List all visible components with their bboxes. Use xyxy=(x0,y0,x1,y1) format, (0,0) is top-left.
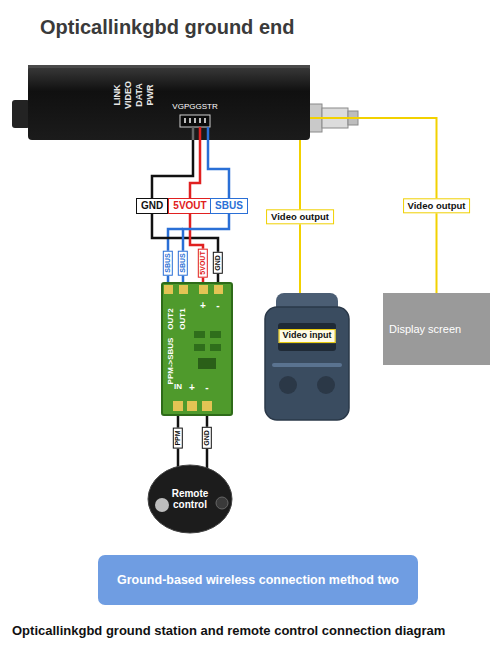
remote-knob xyxy=(216,497,228,509)
signal-wire xyxy=(152,214,218,284)
method-banner: Ground-based wireless connection method … xyxy=(98,555,418,605)
device-outline xyxy=(28,65,310,140)
wire-stub xyxy=(207,127,210,140)
node-text: Remote control xyxy=(161,488,219,511)
socket-pin xyxy=(189,118,191,123)
node-text: Ground-based wireless connection method … xyxy=(117,573,399,587)
remote-body xyxy=(148,465,232,533)
node-text: IN xyxy=(174,383,182,392)
wire-stub xyxy=(199,127,202,140)
node-text: + xyxy=(200,300,206,311)
node-text: VIDEO xyxy=(124,81,134,109)
socket-pin xyxy=(204,118,206,123)
pin-tag: PPM xyxy=(173,427,183,448)
highlight xyxy=(28,65,310,68)
node-text: LINK xyxy=(113,85,123,106)
component xyxy=(194,331,205,338)
radio-screen xyxy=(278,323,336,351)
radio-transmitter: Video input xyxy=(262,293,352,421)
pcb-board xyxy=(162,283,232,415)
edge-label: Video output xyxy=(266,209,334,224)
solder-pad xyxy=(202,401,212,411)
socket-pin xyxy=(199,118,201,123)
pin-tag: SBUS xyxy=(178,250,188,275)
node-text: VGPGGSTR xyxy=(172,103,217,112)
solder-pad xyxy=(214,285,223,294)
node-text: PPM->SBUS xyxy=(167,338,176,385)
pin-tag: 5VOUT xyxy=(198,248,208,277)
signal-wire xyxy=(183,214,229,284)
node-text: OUT2 xyxy=(167,308,176,329)
component xyxy=(210,344,221,351)
gimbal xyxy=(317,376,335,394)
solder-pad xyxy=(173,401,183,411)
node-text: PWR xyxy=(146,85,156,106)
wire-tag: GND xyxy=(136,198,168,214)
wire-name: GND xyxy=(141,200,163,212)
signal-wire xyxy=(152,140,193,198)
pin-tag: SBUS xyxy=(163,250,173,275)
wire-stub xyxy=(192,127,195,140)
node-text: OUT1 xyxy=(179,308,188,329)
wire-tag: SBUS xyxy=(210,198,248,214)
chip xyxy=(198,358,216,369)
remote-knob xyxy=(155,498,169,512)
wire-name: SBUS xyxy=(215,200,243,212)
wire-tag: 5VOUT xyxy=(168,198,211,214)
display-screen: Display screen xyxy=(383,293,490,365)
radio-body xyxy=(265,307,349,420)
signal-wire xyxy=(208,140,229,198)
radio-outline xyxy=(262,293,352,421)
node-text: DATA xyxy=(135,83,145,107)
node-text: Video input xyxy=(279,329,336,343)
solder-pad xyxy=(199,285,208,294)
edge-label: Video output xyxy=(403,198,471,213)
trim xyxy=(272,363,342,367)
node-text: - xyxy=(216,300,219,311)
node-text: - xyxy=(205,382,208,393)
caption: Opticallinkgbd ground station and remote… xyxy=(12,623,445,638)
gimbal xyxy=(279,376,297,394)
solder-pad xyxy=(164,285,173,294)
pin-tag: GND xyxy=(213,252,223,274)
connector-socket xyxy=(180,115,210,127)
converter-board: PPM->SBUSOUT2OUT1+-IN+- xyxy=(162,283,232,415)
socket-pin xyxy=(184,118,186,123)
remote-control: Remote control xyxy=(148,465,232,533)
ground-end-device: LINKVIDEODATAPWR VGPGGSTR xyxy=(28,65,310,140)
node-text: + xyxy=(189,382,195,393)
solder-pad xyxy=(187,401,197,411)
solder-pad xyxy=(179,285,188,294)
component xyxy=(194,344,205,351)
socket-pin xyxy=(194,118,196,123)
node-text: Display screen xyxy=(389,323,461,335)
wire-name: 5VOUT xyxy=(173,200,206,212)
pin-tag: GND xyxy=(202,427,212,449)
signal-wire xyxy=(190,140,200,198)
title: Opticallinkgbd ground end xyxy=(40,16,294,39)
component xyxy=(210,331,221,338)
